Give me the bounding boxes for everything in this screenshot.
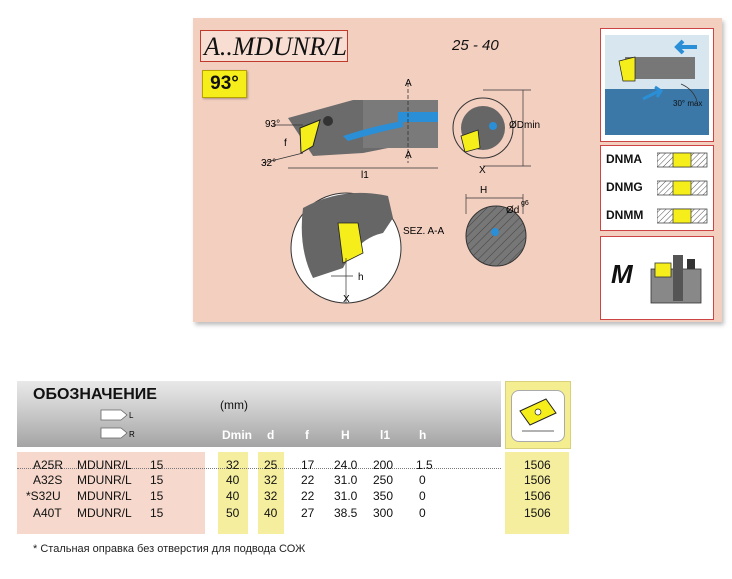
section-label: SEZ. A-A [403, 226, 444, 237]
detail-h-label: h [358, 272, 364, 283]
col-h: h [419, 428, 427, 442]
rhombic-insert-icon [519, 398, 557, 432]
row4-name: MDUNR/L [77, 506, 132, 520]
end-view [452, 89, 531, 167]
row3-code: *S32U [26, 489, 61, 503]
table-header [17, 381, 501, 447]
insert-icon-frame [511, 390, 565, 442]
angle-32-label: 32° [261, 158, 276, 169]
row2-d: 32 [264, 473, 278, 487]
clamping-type-box: M [600, 236, 714, 320]
footnote: * Стальная оправка без отверстия для под… [33, 543, 306, 555]
view-x-label: X [479, 165, 486, 176]
clamping-type-label: M [611, 259, 633, 289]
row3-h: 0 [419, 489, 426, 503]
dmin-column-bg [218, 452, 248, 534]
dmin-label: ØDmin [509, 120, 540, 131]
detail-x-label: X [343, 294, 350, 305]
approach-angle-badge: 93° [202, 70, 247, 98]
designation-header: ОБОЗНАЧЕНИЕ [33, 386, 157, 403]
row1-dmin: 32 [226, 458, 240, 472]
row3-d: 32 [264, 489, 278, 503]
section-a-top-label: A [405, 78, 412, 89]
section-a-a [465, 194, 527, 267]
grade-dnma: DNMA [606, 152, 642, 166]
d-label: Ød [506, 205, 519, 216]
mounting-diagram-box: 30° max [600, 28, 714, 142]
row2-l1: 250 [373, 473, 394, 487]
row4-H: 38.5 [334, 506, 358, 520]
clamping-icon [650, 255, 702, 304]
col-d: d [267, 428, 275, 442]
col-f: f [305, 428, 309, 442]
row1-H: 24.0 [334, 458, 358, 472]
insert-profiles [657, 152, 708, 224]
row2-dmin: 40 [226, 473, 240, 487]
row2-H: 31.0 [334, 473, 358, 487]
row3-insert: 1506 [524, 489, 551, 503]
row1-d: 25 [264, 458, 278, 472]
col-H: H [341, 428, 350, 442]
title-frame [200, 30, 348, 62]
col-dmin: Dmin [222, 428, 252, 442]
dnma-profile [657, 152, 708, 168]
col-l1: l1 [380, 428, 391, 442]
angle-93-label: 93° [265, 119, 280, 130]
row2-size: 15 [150, 473, 164, 487]
f-label: f [284, 138, 287, 149]
boring-bar-side-view [262, 83, 438, 169]
row4-h: 0 [419, 506, 426, 520]
row4-l1: 300 [373, 506, 394, 520]
right-hand-icon [100, 427, 128, 439]
H-label: H [480, 185, 487, 196]
diameter-range: 25 - 40 [452, 37, 499, 54]
unit-header: (mm) [220, 398, 248, 412]
row2-f: 22 [301, 473, 315, 487]
g6-label: g6 [521, 200, 529, 207]
row4-insert: 1506 [524, 506, 551, 520]
row4-code: A40T [33, 506, 62, 520]
row3-H: 31.0 [334, 489, 358, 503]
row4-d: 40 [264, 506, 278, 520]
row3-f: 22 [301, 489, 315, 503]
row3-dmin: 40 [226, 489, 240, 503]
grade-dnmm: DNMM [606, 208, 644, 222]
hand-l-label: L [129, 411, 134, 420]
row1-name: MDUNR/L [77, 458, 132, 472]
row2-h: 0 [419, 473, 426, 487]
detail-view [290, 192, 402, 304]
row1-l1: 200 [373, 458, 394, 472]
section-a-bottom-label: A [405, 150, 412, 161]
row1-h: 1.5 [416, 458, 433, 472]
row4-size: 15 [150, 506, 164, 520]
row4-f: 27 [301, 506, 315, 520]
row1-code: A25R [33, 458, 64, 472]
max-angle-label: 30° max [673, 99, 703, 108]
row1-f: 17 [301, 458, 315, 472]
insert-grades-box: DNMA DNMG DNMM [600, 145, 714, 231]
row2-name: MDUNR/L [77, 473, 132, 487]
grade-dnmg: DNMG [606, 180, 643, 194]
row4-dmin: 50 [226, 506, 240, 520]
hand-r-label: R [129, 430, 135, 439]
row1-size: 15 [150, 458, 164, 472]
dnmm-profile [657, 208, 708, 224]
row-divider [17, 468, 501, 469]
row1-insert: 1506 [524, 458, 551, 472]
l1-label: l1 [361, 170, 369, 181]
left-hand-icon [100, 409, 128, 421]
row2-insert: 1506 [524, 473, 551, 487]
row3-size: 15 [150, 489, 164, 503]
mounting-diagram [605, 35, 709, 135]
row3-name: MDUNR/L [77, 489, 132, 503]
d-column-bg [258, 452, 284, 534]
designation-column-bg [17, 452, 205, 534]
row2-code: A32S [33, 473, 63, 487]
insert-column-bg [505, 452, 569, 534]
tool-drawing: A A 93° 32° f l1 ØDmin X h X SEZ. A-A [261, 78, 540, 305]
row3-l1: 350 [373, 489, 394, 503]
holder-title: A..MDUNR/L [204, 32, 347, 61]
hand-icons: L R [100, 409, 135, 439]
dnmg-profile [657, 180, 708, 196]
